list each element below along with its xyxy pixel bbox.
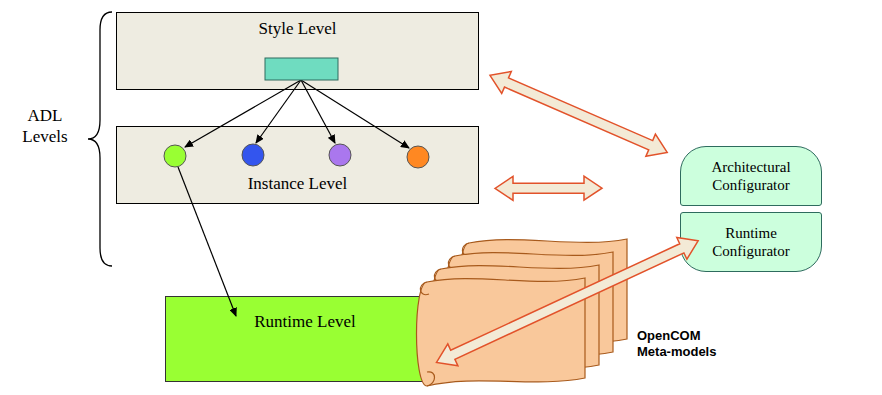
stack-caption: OpenCOM Meta-models	[637, 328, 729, 361]
reference-arrow	[301, 80, 409, 148]
box-label: Runtime Level	[182, 312, 428, 332]
group-label: ADL Levels	[14, 105, 76, 148]
instance-component	[242, 144, 264, 166]
level-box: Instance Level	[116, 126, 479, 204]
double-arrow	[490, 72, 667, 157]
box-label: Runtime Configurator	[689, 224, 813, 260]
reference-arrow	[301, 80, 335, 143]
double-arrow	[437, 238, 699, 366]
scroll-stack	[415, 232, 630, 395]
meta-model-stack: OpenCOM Meta-models	[415, 232, 630, 395]
configurator-box: Architectural Configurator	[680, 146, 822, 206]
runtime-box: Runtime Level	[165, 296, 435, 382]
double-arrow	[495, 176, 602, 200]
brace	[88, 12, 112, 266]
style-component	[265, 58, 338, 80]
configurator-box: Runtime Configurator	[680, 212, 822, 272]
reference-arrow	[185, 80, 301, 147]
box-label: Instance Level	[123, 174, 472, 194]
box-label: Architectural Configurator	[689, 158, 813, 194]
box-label: Style Level	[123, 19, 472, 39]
instance-component	[329, 144, 351, 166]
reference-arrow	[256, 80, 301, 143]
instance-component	[164, 145, 186, 167]
level-box: Style Level	[116, 12, 479, 90]
instance-component	[407, 146, 429, 168]
reference-arrow	[178, 167, 236, 316]
